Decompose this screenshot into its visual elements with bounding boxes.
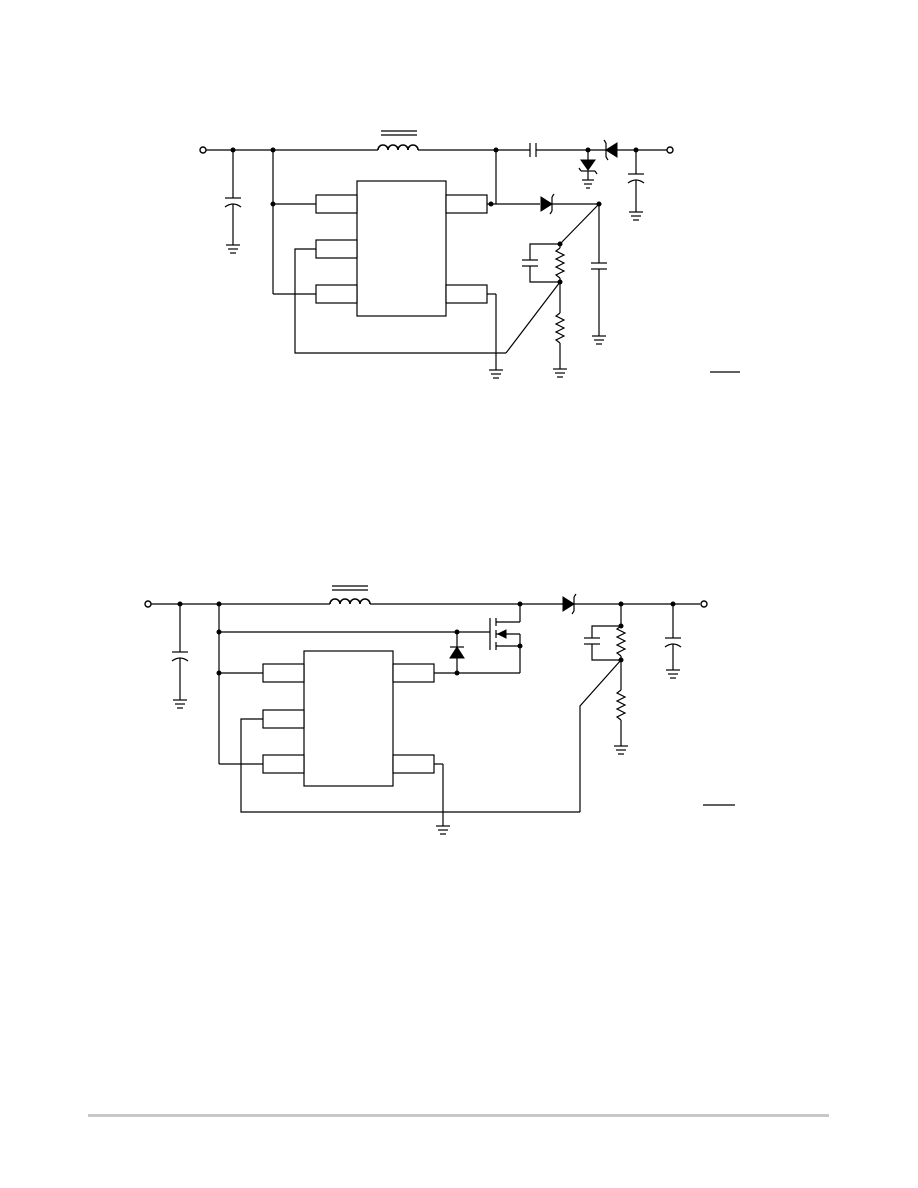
feedback-resistor-bottom [554,312,566,344]
output-diode [603,139,618,161]
feedback-resistor-top [554,247,566,279]
output-capacitor [627,150,645,221]
output-capacitor [664,604,682,679]
junction-dot [454,670,460,676]
junction-dot [270,201,276,207]
footer-rule [88,1114,829,1117]
output-terminal [700,600,708,608]
ic-pin [262,754,305,774]
ic-pin [445,194,488,214]
wire [505,281,561,354]
junction-dot [230,147,236,153]
inductor [377,130,419,151]
feedforward-capacitor [584,625,621,661]
ic-pin [262,709,305,729]
ic-pin [445,284,488,304]
wire [579,659,622,812]
input-capacitor [171,604,189,709]
feedforward-capacitor [522,243,560,283]
wire [240,718,580,813]
feedback-resistor-top [615,625,627,657]
ic-pin [315,284,358,304]
ic-pin [262,663,305,683]
top-schematic [199,130,740,379]
controller-ic [315,180,488,317]
input-capacitor [224,150,242,245]
ground-symbol [553,368,567,378]
junction-dot [488,201,494,207]
ic-pin [315,239,358,259]
clamp-diode [449,632,465,673]
feedback-resistor-bottom [615,689,627,721]
ground-symbol [489,369,503,379]
input-terminal [144,600,152,608]
input-terminal [199,146,207,154]
wire [294,248,506,354]
zener-diode [578,150,598,189]
output-terminal [666,146,674,154]
ground-symbol [436,825,450,835]
wire [559,203,600,245]
ic-pin [392,754,435,774]
mosfet [489,604,523,673]
ic-pin [315,194,358,214]
coupling-capacitor [529,143,537,157]
ground-symbol [226,244,240,254]
junction-dot [216,670,222,676]
ic-pin [392,663,435,683]
inductor [329,585,371,605]
controller-ic [262,650,435,787]
bottom-schematic [144,585,735,835]
ground-symbol [614,745,628,755]
filter-capacitor [591,204,607,345]
